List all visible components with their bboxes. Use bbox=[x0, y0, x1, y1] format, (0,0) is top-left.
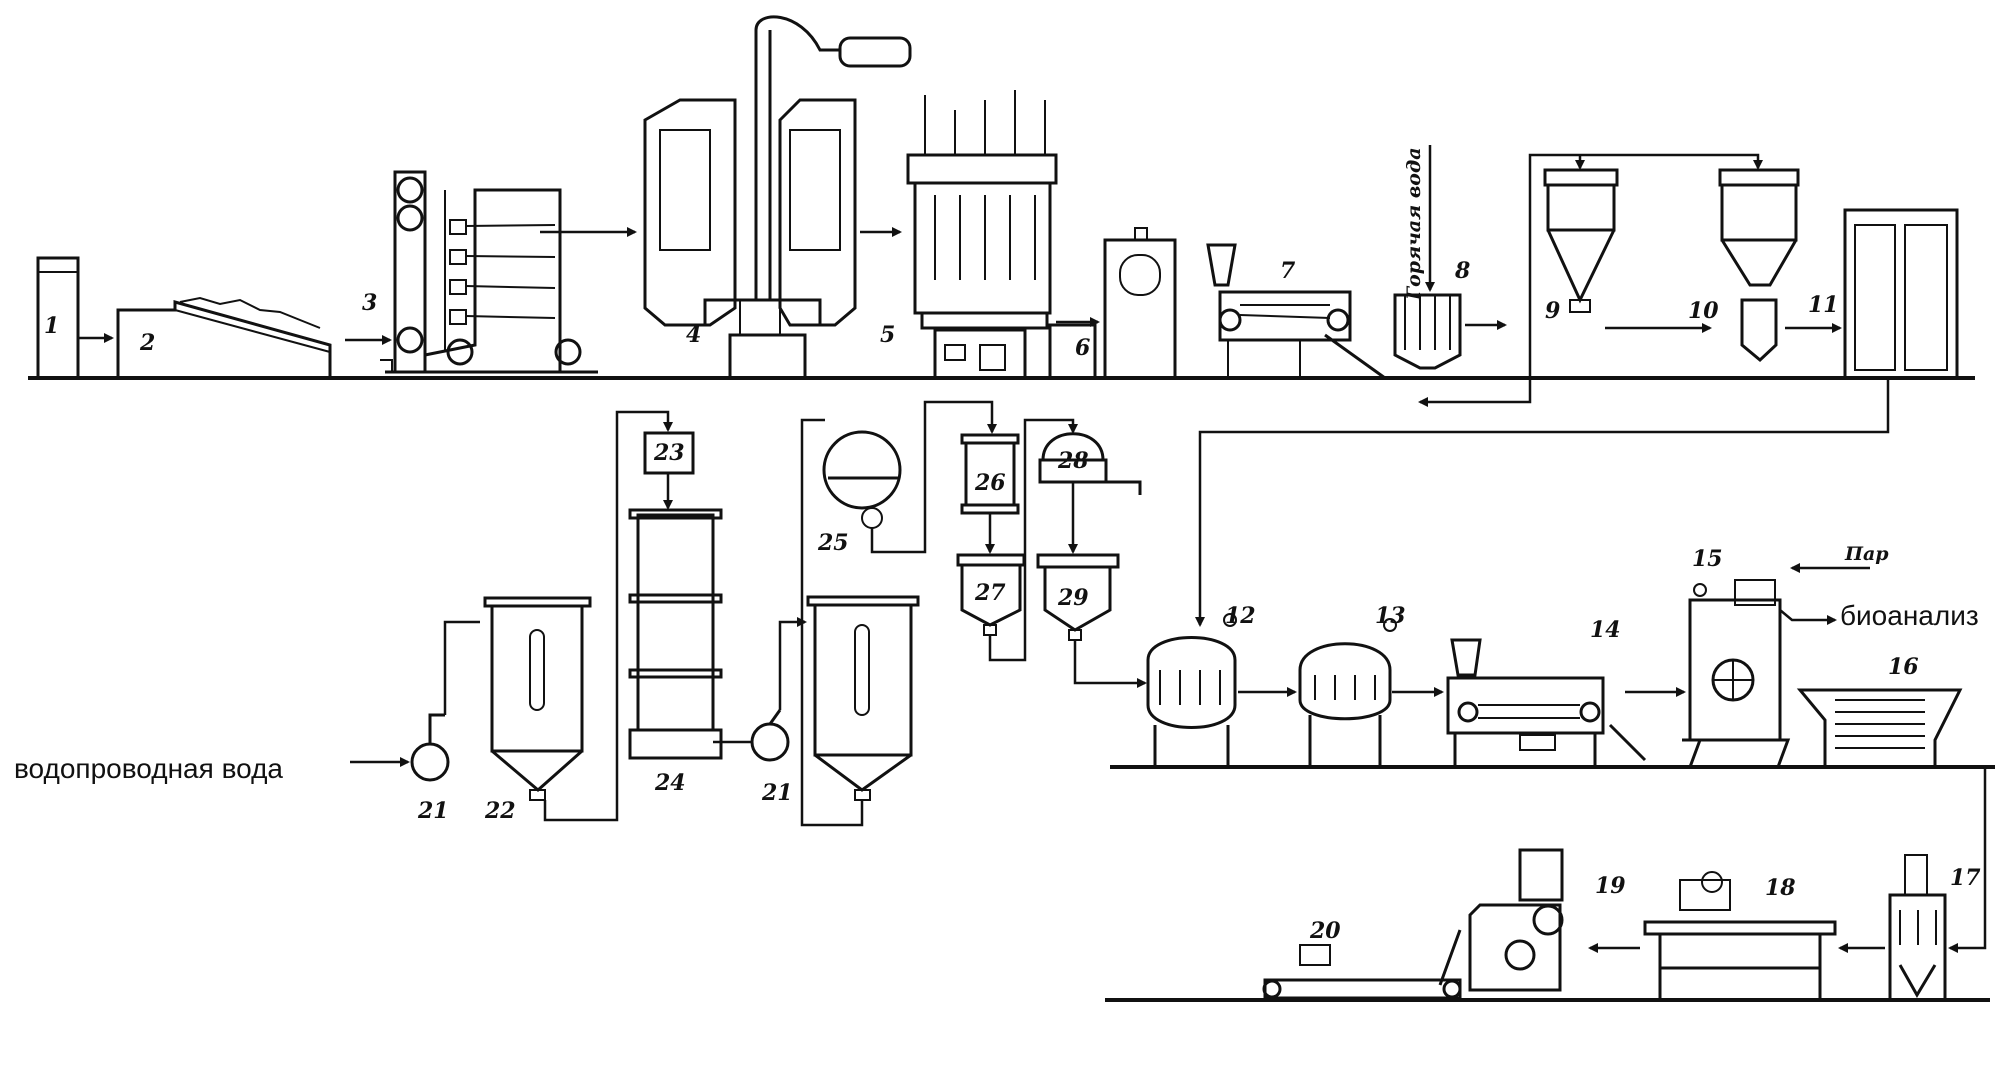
flow-21-tank bbox=[778, 617, 807, 710]
equipment-9-separator bbox=[1543, 168, 1619, 313]
label-23: 23 bbox=[653, 440, 685, 466]
label-15: 15 bbox=[1692, 546, 1723, 572]
label-29: 29 bbox=[1057, 585, 1089, 611]
label-27: 27 bbox=[974, 580, 1006, 606]
label-19: 19 bbox=[1595, 873, 1626, 899]
equipment-4-autoclaves bbox=[643, 15, 912, 380]
hot-water-label: Горячая вода bbox=[1403, 147, 1425, 301]
tap-water-label: водопроводная вода bbox=[14, 753, 283, 784]
flow-bioanalysis bbox=[1779, 609, 1837, 625]
equipment-22-tank bbox=[483, 596, 592, 801]
label-25: 25 bbox=[817, 530, 849, 556]
equipment-28-filter bbox=[1038, 432, 1142, 495]
equipment-16-dryer bbox=[1796, 688, 1963, 769]
equipment-filter-tank bbox=[806, 595, 920, 801]
label-26: 26 bbox=[974, 470, 1006, 496]
label-6: 6 bbox=[1075, 335, 1090, 361]
flow-tank-25 bbox=[800, 418, 864, 827]
label-1: 1 bbox=[44, 313, 59, 339]
label-20: 20 bbox=[1309, 918, 1341, 944]
flow-25-26 bbox=[870, 400, 997, 554]
equipment-21-pump-right bbox=[750, 709, 790, 762]
flow-to-12 bbox=[1195, 378, 1890, 627]
label-14: 14 bbox=[1590, 617, 1621, 643]
equipment-25-tank bbox=[822, 430, 902, 529]
equipment-19-seamer bbox=[1438, 848, 1564, 992]
label-7: 7 bbox=[1280, 258, 1296, 284]
equipment-14-conveyor bbox=[1446, 638, 1647, 767]
flow-to-17 bbox=[1948, 767, 1987, 953]
label-8: 8 bbox=[1454, 258, 1470, 284]
flow-27-28 bbox=[988, 418, 1078, 662]
flow-29-12 bbox=[1073, 640, 1147, 688]
flow-pump-22 bbox=[443, 620, 480, 715]
equipment-1 bbox=[36, 256, 80, 380]
label-21-right: 21 bbox=[761, 780, 793, 806]
label-5: 5 bbox=[880, 322, 895, 348]
equipment-15-sterilizer bbox=[1682, 579, 1791, 768]
flow-22-24 bbox=[543, 410, 673, 822]
label-13: 13 bbox=[1375, 603, 1406, 629]
equipment-10-separator bbox=[1718, 168, 1800, 363]
flow-return-line bbox=[1418, 330, 1532, 407]
equipment-7-cutter bbox=[1206, 243, 1386, 380]
label-3: 3 bbox=[362, 290, 377, 316]
equipment-11-cabinet bbox=[1843, 208, 1959, 380]
label-9: 9 bbox=[1545, 298, 1560, 324]
equipment-20-conveyor bbox=[1262, 944, 1462, 1000]
label-12: 12 bbox=[1225, 603, 1256, 629]
label-28: 28 bbox=[1057, 448, 1089, 474]
equipment-12-kettle bbox=[1146, 613, 1237, 767]
bioanalysis-label: биоанализ bbox=[1840, 600, 1979, 631]
equipment-6 bbox=[1048, 227, 1177, 380]
flow-top-loop bbox=[1528, 153, 1763, 330]
equipment-5-sterilizer bbox=[906, 90, 1058, 380]
equipment-21-pump-left bbox=[410, 713, 450, 782]
label-24: 24 bbox=[654, 770, 686, 796]
equipment-18-table bbox=[1643, 871, 1837, 1000]
label-2: 2 bbox=[139, 330, 155, 356]
equipment-3-washer bbox=[380, 170, 598, 374]
label-4: 4 bbox=[686, 322, 701, 348]
label-11: 11 bbox=[1808, 292, 1839, 318]
equipment-24-column bbox=[628, 508, 723, 760]
label-10: 10 bbox=[1688, 298, 1719, 324]
label-22: 22 bbox=[484, 798, 516, 824]
label-16: 16 bbox=[1888, 654, 1919, 680]
equipment-13-kettle bbox=[1298, 618, 1397, 767]
label-18: 18 bbox=[1765, 875, 1796, 901]
label-17: 17 bbox=[1950, 865, 1981, 891]
label-21-left: 21 bbox=[417, 798, 449, 824]
steam-label: Пар bbox=[1844, 543, 1889, 565]
equipment-17-filler bbox=[1888, 854, 1947, 1002]
equipment-2-conveyor bbox=[116, 296, 332, 378]
